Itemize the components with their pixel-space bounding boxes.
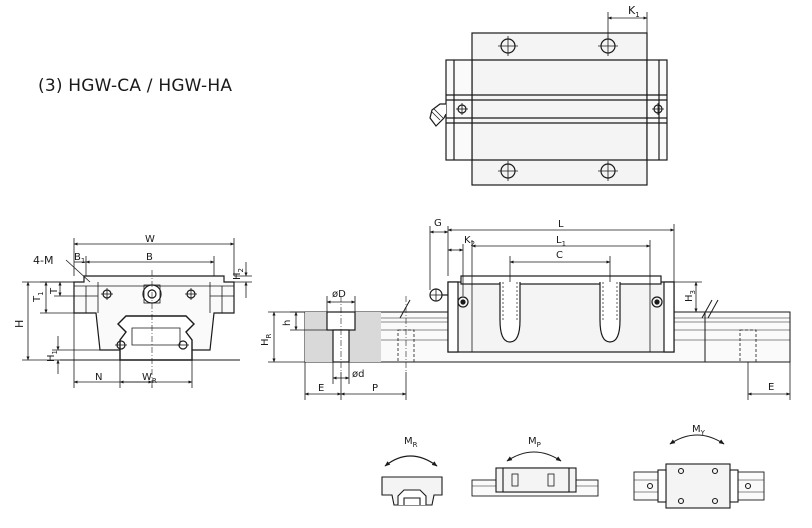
label-T1: T1 — [32, 291, 45, 303]
label-P: P — [372, 383, 378, 394]
label-MR: MR — [404, 436, 418, 449]
top-view — [429, 12, 668, 186]
moment-mr-diagram — [381, 455, 443, 506]
label-MP: MP — [528, 436, 541, 449]
label-L: L — [558, 219, 564, 230]
label-G: G — [434, 218, 442, 229]
label-N: N — [95, 372, 102, 383]
top-mounting-holes — [498, 36, 618, 181]
label-C: C — [556, 250, 563, 261]
front-view-dimensions — [22, 238, 252, 388]
label-MY: MY — [692, 424, 706, 437]
label-4-M: 4-M — [33, 254, 53, 267]
moment-mp-diagram — [471, 451, 599, 497]
label-K2: K2 — [464, 235, 475, 248]
moment-my-diagram — [633, 434, 765, 509]
label-WR: WR — [142, 372, 157, 385]
side-view — [304, 275, 791, 372]
side-bolt-slots — [499, 282, 621, 343]
front-view — [60, 270, 240, 385]
label-H: H — [13, 320, 26, 328]
label-h: h — [282, 320, 293, 326]
label-H3: H3 — [684, 290, 697, 302]
label-H2: H2 — [232, 268, 245, 280]
side-view-labels: G L K2 L1 C H3 øD h HR ød E P E — [260, 218, 774, 394]
label-E-left: E — [318, 383, 324, 394]
label-B1: B1 — [74, 252, 85, 265]
grease-nipple-icon — [429, 103, 447, 127]
page-title: (3) HGW-CA / HGW-HA — [38, 76, 233, 96]
label-oD: øD — [332, 289, 346, 300]
label-K1: K1 — [628, 4, 640, 19]
label-od: ød — [352, 369, 364, 380]
label-HR: HR — [260, 333, 273, 346]
front-view-labels: W B1 B 4-M H2 T1 T H H1 N WR — [13, 234, 245, 385]
label-E-right: E — [768, 382, 774, 393]
side-view-dimensions — [268, 224, 791, 400]
label-T: T — [49, 287, 60, 295]
label-H1: H1 — [46, 350, 59, 362]
label-L1: L1 — [556, 235, 566, 248]
label-B: B — [146, 252, 153, 263]
label-W: W — [145, 234, 155, 245]
